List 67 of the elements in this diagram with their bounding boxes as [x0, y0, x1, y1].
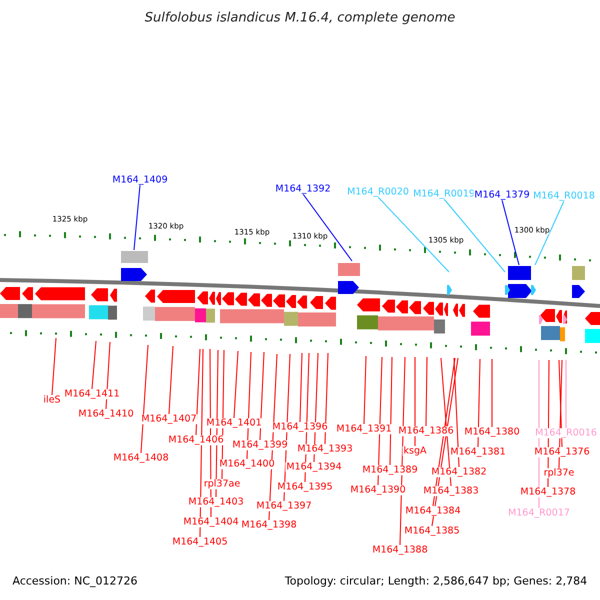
leader-line [378, 196, 450, 272]
leader-line [426, 356, 428, 426]
gene-label: M164_1388 [371, 545, 429, 555]
leader-line [52, 338, 56, 396]
gene-label: M164_1403 [187, 497, 245, 507]
leader-line [92, 340, 96, 390]
gene-label: M164_1392 [274, 184, 332, 194]
gene-label: M164_R0018 [532, 191, 596, 201]
leader-line [196, 348, 200, 436]
gene-label: M164_1394 [285, 462, 343, 472]
gene-label: M164_1393 [296, 444, 354, 454]
gene-label: ileS [42, 395, 62, 405]
gene-label: M164_1380 [463, 427, 521, 437]
gene-label: M164_R0016 [534, 428, 598, 438]
leader-line [260, 352, 264, 440]
gene-label: M164_1406 [167, 435, 225, 445]
gene-label: M164_1378 [519, 487, 577, 497]
leader-line [234, 350, 238, 418]
gene-label: M164_1389 [361, 465, 419, 475]
leader-line [168, 346, 174, 414]
leader-line [140, 344, 148, 454]
gene-label: M164_1391 [335, 424, 393, 434]
leader-line [364, 356, 366, 424]
gene-label: M164_1395 [276, 482, 334, 492]
leader-line [502, 200, 520, 266]
gene-label: M164_1385 [403, 526, 461, 536]
gene-label: M164_1407 [140, 414, 198, 424]
gene-label: M164_1405 [171, 537, 229, 547]
gene-label: M164_1409 [111, 175, 169, 185]
gene-label: M164_1381 [449, 447, 507, 457]
leader-line [302, 194, 352, 262]
gene-label: M164_1396 [271, 422, 329, 432]
leader-line [478, 358, 480, 448]
gene-label: M164_R0020 [346, 187, 410, 197]
leader-line [324, 352, 328, 444]
accession-note: Accession: NC_012726 [12, 576, 138, 586]
gene-label: M164_1390 [349, 485, 407, 495]
leader-line [534, 200, 564, 266]
leader-line [454, 358, 460, 468]
map-title: Sulfolobus islandicus M.16.4, complete genome [144, 12, 456, 24]
leader-line [390, 356, 392, 466]
leader-line [134, 184, 140, 250]
gene-label: M164_1400 [218, 459, 276, 469]
genome-info-note: Topology: circular; Length: 2,586,647 bp; Genes: 2,784 [284, 576, 588, 586]
gene-label: ksgA [402, 446, 428, 456]
gene-label: M164_1404 [182, 517, 240, 527]
leader-line [300, 352, 302, 422]
gene-label: M164_1383 [422, 486, 480, 496]
gene-label: M164_1398 [240, 520, 298, 530]
gene-label: M164_1386 [397, 426, 455, 436]
gene-label: M164_1410 [77, 409, 135, 419]
gene-label: M164_1411 [63, 389, 121, 399]
gene-label: M164_1408 [112, 453, 170, 463]
leader-line [444, 198, 506, 272]
gene-label: M164_1399 [231, 440, 289, 450]
gene-label: M164_1379 [473, 190, 531, 200]
gene-label: M164_1384 [404, 506, 462, 516]
gene-label: M164_1397 [255, 501, 313, 511]
gene-label: rpl37e [542, 468, 576, 478]
gene-label: M164_1376 [533, 447, 591, 457]
gene-label: rpl37ae [202, 479, 242, 489]
gene-label: M164_1401 [205, 418, 263, 428]
gene-label: M164_R0017 [507, 508, 571, 518]
gene-label: M164_1382 [430, 467, 488, 477]
leader-line [414, 356, 416, 446]
leader-line [558, 360, 562, 448]
gene-label: M164_R0019 [412, 189, 476, 199]
